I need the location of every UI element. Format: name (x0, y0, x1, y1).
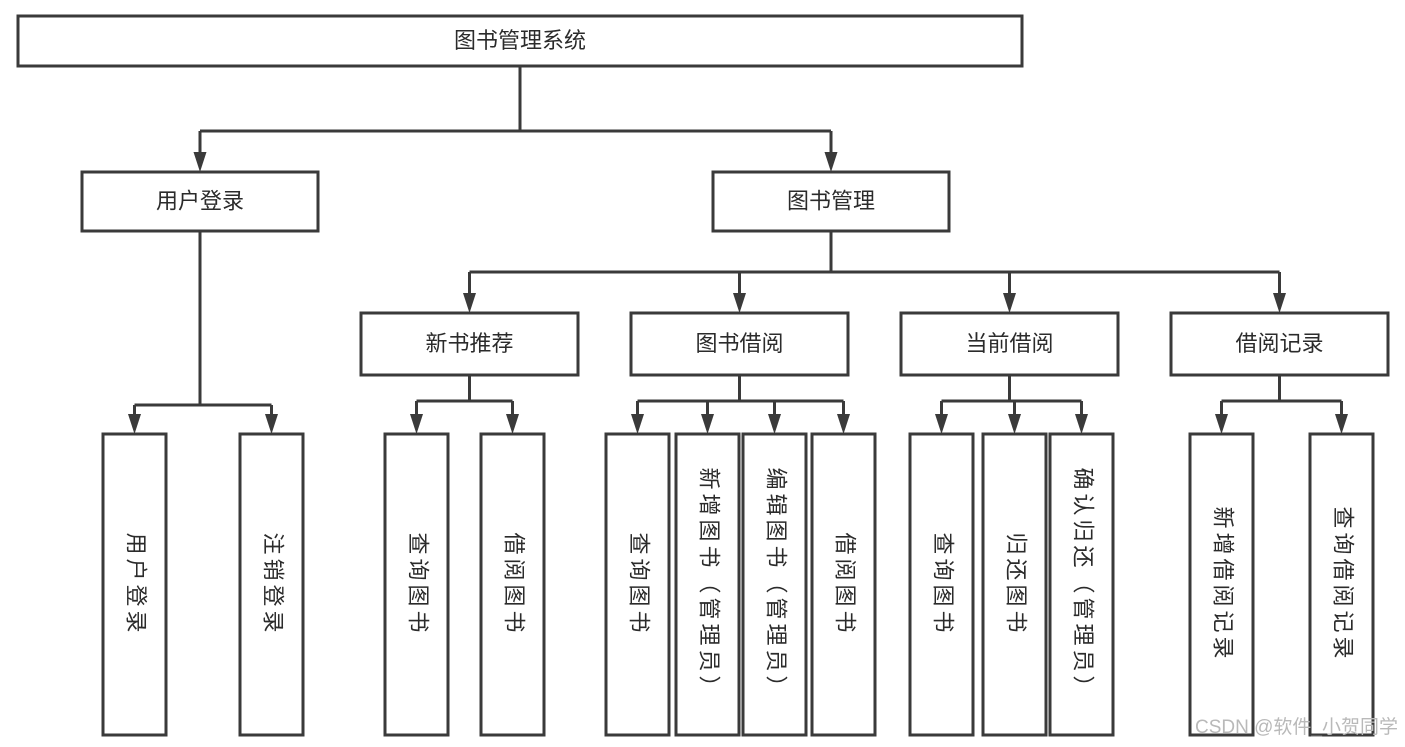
node-label-leaf-add-book: 新增图书（管理员） (697, 467, 722, 701)
node-box-leaf-borrow-book-2[interactable] (810, 432, 877, 737)
arrow-head (128, 414, 141, 434)
node-box-leaf-return-book[interactable] (981, 432, 1048, 737)
node-leaf-borrow-book-1[interactable]: 借阅图书 (479, 432, 546, 737)
arrow-head (733, 293, 746, 313)
node-box-book-borrow[interactable] (629, 311, 850, 377)
arrow-head (1273, 293, 1286, 313)
node-box-leaf-add-record[interactable] (1188, 432, 1255, 737)
node-box-borrow-record[interactable] (1169, 311, 1390, 377)
arrow-head (768, 414, 781, 434)
node-leaf-query-book-2[interactable]: 查询图书 (604, 432, 671, 737)
node-label-leaf-return-book: 归还图书 (1004, 532, 1029, 636)
node-label-current-borrow: 当前借阅 (965, 331, 1053, 356)
arrow-head (1075, 414, 1088, 434)
node-leaf-logout[interactable]: 注销登录 (238, 432, 305, 737)
arrow-head (1215, 414, 1228, 434)
node-box-leaf-query-book-3[interactable] (908, 432, 975, 737)
edge-group-root (193, 66, 838, 172)
node-box-leaf-borrow-book-1[interactable] (479, 432, 546, 737)
edge-group-current-borrow (935, 375, 1088, 434)
node-label-leaf-borrow-book-1: 借阅图书 (502, 532, 527, 636)
node-label-book-manage: 图书管理 (787, 188, 875, 213)
arrow-head (824, 152, 838, 172)
node-box-leaf-edit-book[interactable] (741, 432, 808, 737)
node-layer: 图书管理系统用户登录图书管理新书推荐图书借阅当前借阅借阅记录用户登录注销登录查询… (16, 14, 1390, 737)
arrow-head (701, 414, 714, 434)
node-label-leaf-query-record: 查询借阅记录 (1331, 506, 1356, 662)
node-new-book-rec[interactable]: 新书推荐 (359, 311, 580, 377)
node-leaf-confirm-return[interactable]: 确认归还（管理员） (1048, 432, 1115, 737)
arrow-head (1003, 293, 1016, 313)
arrow-head (506, 414, 519, 434)
node-label-leaf-query-book-3: 查询图书 (931, 532, 956, 636)
arrow-head (1008, 414, 1021, 434)
arrow-head (463, 293, 476, 313)
connector-layer (128, 66, 1348, 434)
node-leaf-add-record[interactable]: 新增借阅记录 (1188, 432, 1255, 737)
node-leaf-edit-book[interactable]: 编辑图书（管理员） (741, 432, 808, 737)
node-leaf-user-login[interactable]: 用户登录 (101, 432, 168, 737)
edge-group-borrow-record (1215, 375, 1348, 434)
arrow-head (837, 414, 850, 434)
edge-group-user-login (128, 231, 278, 434)
node-box-new-book-rec[interactable] (359, 311, 580, 377)
node-label-leaf-add-record: 新增借阅记录 (1211, 506, 1236, 662)
edge-group-new-book-rec (410, 375, 519, 434)
node-label-leaf-borrow-book-2: 借阅图书 (833, 532, 858, 636)
node-leaf-query-book-3[interactable]: 查询图书 (908, 432, 975, 737)
node-box-leaf-query-record[interactable] (1308, 432, 1375, 737)
node-label-leaf-user-login: 用户登录 (124, 532, 149, 636)
node-leaf-return-book[interactable]: 归还图书 (981, 432, 1048, 737)
node-leaf-borrow-book-2[interactable]: 借阅图书 (810, 432, 877, 737)
node-label-book-borrow: 图书借阅 (695, 331, 783, 356)
node-label-new-book-rec: 新书推荐 (425, 331, 513, 356)
node-label-leaf-query-book-2: 查询图书 (627, 532, 652, 636)
node-label-leaf-confirm-return: 确认归还（管理员） (1071, 467, 1096, 701)
node-book-manage[interactable]: 图书管理 (711, 170, 951, 233)
arrow-head (193, 152, 207, 172)
node-label-user-login: 用户登录 (156, 188, 244, 213)
arrow-head (1335, 414, 1348, 434)
node-box-leaf-user-login[interactable] (101, 432, 168, 737)
node-label-leaf-query-book-1: 查询图书 (406, 532, 431, 636)
node-box-leaf-query-book-2[interactable] (604, 432, 671, 737)
node-leaf-add-book[interactable]: 新增图书（管理员） (674, 432, 741, 737)
node-label-borrow-record: 借阅记录 (1235, 331, 1323, 356)
edge-group-book-borrow (631, 375, 850, 434)
node-label-leaf-edit-book: 编辑图书（管理员） (764, 467, 789, 701)
node-box-leaf-confirm-return[interactable] (1048, 432, 1115, 737)
arrow-head (410, 414, 423, 434)
node-box-root[interactable] (16, 14, 1024, 68)
arrow-head (935, 414, 948, 434)
node-root[interactable]: 图书管理系统 (16, 14, 1024, 68)
node-leaf-query-book-1[interactable]: 查询图书 (383, 432, 450, 737)
node-user-login[interactable]: 用户登录 (80, 170, 320, 233)
node-box-leaf-add-book[interactable] (674, 432, 741, 737)
node-borrow-record[interactable]: 借阅记录 (1169, 311, 1390, 377)
node-leaf-query-record[interactable]: 查询借阅记录 (1308, 432, 1375, 737)
node-box-book-manage[interactable] (711, 170, 951, 233)
arrow-head (265, 414, 278, 434)
csdn-watermark: CSDN @软件_小贺同学 (1195, 716, 1398, 738)
node-box-current-borrow[interactable] (899, 311, 1120, 377)
node-box-leaf-query-book-1[interactable] (383, 432, 450, 737)
node-label-leaf-logout: 注销登录 (261, 532, 286, 636)
node-box-leaf-logout[interactable] (238, 432, 305, 737)
node-book-borrow[interactable]: 图书借阅 (629, 311, 850, 377)
node-label-root: 图书管理系统 (454, 28, 586, 53)
node-box-user-login[interactable] (80, 170, 320, 233)
edge-group-book-manage (463, 231, 1286, 313)
arrow-head (631, 414, 644, 434)
node-current-borrow[interactable]: 当前借阅 (899, 311, 1120, 377)
